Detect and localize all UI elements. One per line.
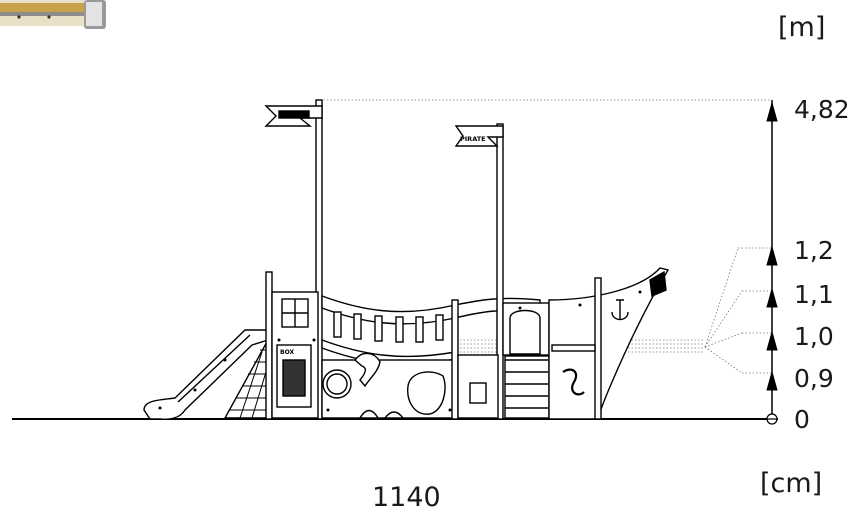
height-unit-label: [m] [778, 12, 826, 43]
front-flag [454, 125, 504, 147]
ship-bow [548, 267, 670, 420]
rivets [158, 290, 642, 412]
ship-structure [143, 99, 670, 420]
height-label-0-9: 0,9 [794, 364, 834, 393]
slide [143, 329, 269, 420]
height-label-4-82: 4,82 [794, 95, 850, 124]
height-label-1-1: 1,1 [794, 280, 834, 309]
dolphin [354, 352, 381, 388]
height-label-0: 0 [794, 405, 810, 434]
anchor-icon [611, 299, 629, 321]
front-mast [496, 123, 504, 420]
cabin-door [509, 309, 541, 355]
overall-width-label: 1140 [372, 482, 441, 513]
width-unit-label: [cm] [760, 468, 823, 499]
box-panel-text: BOX [280, 349, 294, 356]
front-flag-text: PIRATE [460, 135, 486, 143]
stone [407, 371, 446, 415]
seahorse-icon [562, 368, 585, 396]
small-sign [469, 382, 487, 404]
rear-mast [315, 99, 323, 420]
height-label-1-0: 1,0 [794, 322, 834, 351]
height-label-1-2: 1,2 [794, 236, 834, 265]
thumbnail-fragment [0, 0, 106, 29]
height-dimension-line [766, 100, 778, 425]
